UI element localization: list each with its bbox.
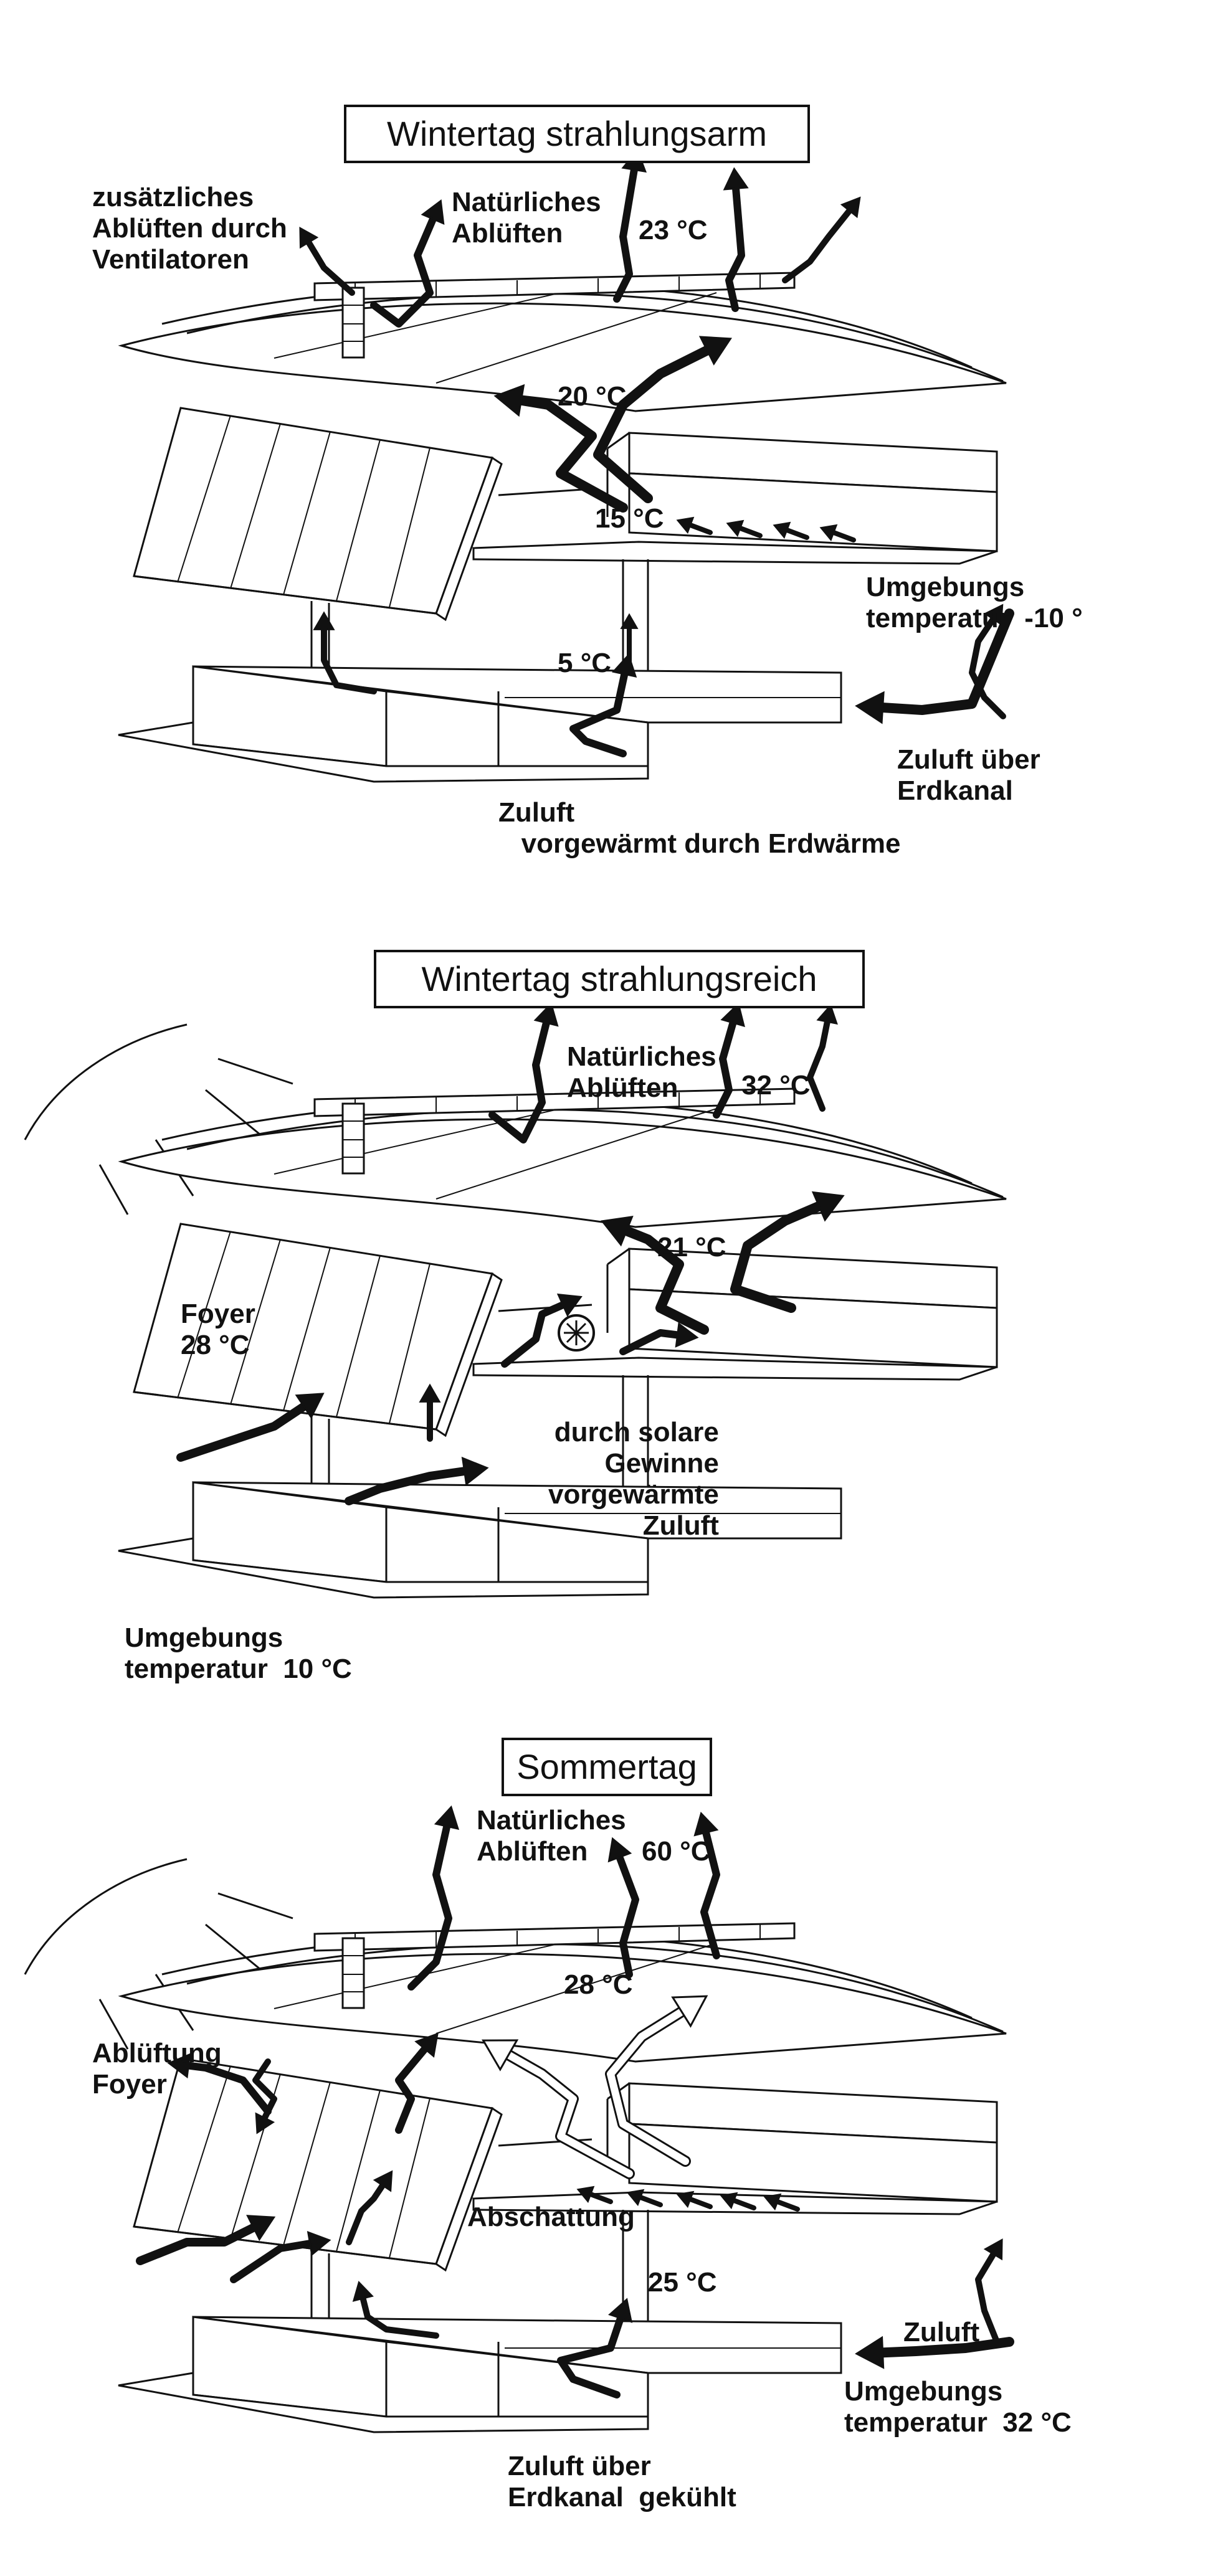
floor-inlet-arrow bbox=[676, 2190, 713, 2209]
ambient-arrow bbox=[975, 2238, 1003, 2345]
floor-inlet-arrow bbox=[819, 524, 856, 542]
temp-roof: 23 °C bbox=[639, 215, 708, 245]
panel-title-winter-low: Wintertag strahlungsarm bbox=[344, 105, 810, 163]
temp-ground: 25 °C bbox=[648, 2267, 717, 2298]
foyer-base bbox=[117, 2316, 842, 2433]
label-foyer: Foyer 28 °C bbox=[181, 1299, 255, 1360]
foyer-arrow bbox=[313, 611, 377, 694]
label-ambient: Umgebungs temperatur -10 ° bbox=[866, 572, 1083, 633]
hall-rising-arrow bbox=[593, 336, 733, 503]
label-natural-exhaust: Natürliches Ablüften bbox=[477, 1805, 626, 1867]
label-natural-exhaust: Natürliches Ablüften bbox=[452, 187, 601, 249]
temp-roof: 32 °C bbox=[741, 1070, 811, 1101]
panel-drawing-winter-high bbox=[24, 1002, 1007, 1599]
exhaust-arrow bbox=[693, 1811, 720, 1959]
floor-inlet-arrow bbox=[773, 521, 809, 540]
intake-arrow bbox=[855, 608, 1014, 724]
hall-rising-arrow bbox=[493, 384, 628, 513]
foyer-base bbox=[117, 1481, 842, 1599]
panel-drawing-summer bbox=[24, 1805, 1014, 2433]
temp-hall: 20 °C bbox=[558, 381, 627, 412]
ambient-arrow bbox=[230, 2230, 331, 2283]
ambient-arrow bbox=[136, 2215, 276, 2265]
label-intake-channel: Zuluft über Erdkanal bbox=[897, 744, 1040, 806]
exhaust-arrow bbox=[607, 1837, 639, 1978]
riser-arrow bbox=[419, 1383, 441, 1442]
floor-inlet-arrow bbox=[576, 2185, 613, 2204]
foyer-arrow bbox=[345, 1456, 489, 1505]
label-ambient: Umgebungs temperatur 10 °C bbox=[125, 1622, 352, 1684]
solar-intake-arrow bbox=[619, 1322, 699, 1355]
exhaust-arrow bbox=[407, 1805, 460, 1991]
solar-intake-arrow bbox=[501, 1293, 583, 1368]
foyer-exhaust-arrow bbox=[395, 2032, 439, 2134]
foyer-arrow bbox=[352, 2280, 439, 2339]
floor-inlet-arrow bbox=[763, 2193, 800, 2212]
ambient-arrow bbox=[346, 2170, 393, 2245]
floor-inlet-arrow bbox=[726, 519, 763, 538]
exhaust-arrow bbox=[488, 1002, 559, 1144]
temp-floor: 15 °C bbox=[595, 503, 664, 534]
label-shading: Abschattung bbox=[467, 2202, 635, 2232]
exhaust-arrow bbox=[713, 1002, 745, 1119]
ground-rising-arrow bbox=[557, 2298, 633, 2398]
exhaust-arrow bbox=[370, 199, 445, 328]
panel-drawing-winter-low bbox=[117, 148, 1014, 783]
fan-blades bbox=[564, 1320, 589, 1345]
panel-title-summer: Sommertag bbox=[502, 1738, 712, 1796]
floor-inlet-arrow bbox=[626, 2189, 663, 2207]
label-extra-exhaust: zusätzliches Ablüften durch Ventilatoren bbox=[92, 182, 287, 275]
label-ambient: Umgebungs temperatur 32 °C bbox=[844, 2376, 1072, 2438]
hall-rising-arrow bbox=[601, 1216, 709, 1335]
label-intake-preheated: Zuluft vorgewärmt durch Erdwärme bbox=[498, 797, 901, 859]
glass-facade bbox=[133, 407, 503, 680]
temp-hall: 21 °C bbox=[657, 1232, 726, 1262]
temp-ground: 5 °C bbox=[558, 648, 612, 678]
floor-inlet-arrow bbox=[720, 2192, 756, 2210]
label-intake: Zuluft bbox=[903, 2317, 980, 2347]
intake-arrow bbox=[855, 2336, 1014, 2369]
foyer-exhaust-arrow bbox=[167, 2053, 272, 2115]
ambient-arrow bbox=[176, 1393, 325, 1462]
label-foyer-exhaust: Ablüftung Foyer bbox=[92, 2038, 222, 2100]
exhaust-arrow bbox=[723, 167, 749, 312]
label-solar-intake: durch solare Gewinne vorgewärmte Zuluft bbox=[548, 1417, 719, 1541]
panel-title-winter-high: Wintertag strahlungsreich bbox=[374, 950, 865, 1008]
temp-roof: 60 °C bbox=[642, 1836, 711, 1867]
hall-rising-arrow-outline bbox=[605, 1995, 708, 2167]
hall-rising-arrow bbox=[730, 1191, 845, 1313]
temp-hall: 28 °C bbox=[564, 1969, 633, 2000]
exhaust-arrow bbox=[782, 196, 861, 283]
exhaust-fan-arrow bbox=[299, 227, 355, 296]
exhaust-arrow bbox=[807, 1003, 838, 1112]
roof-shed bbox=[120, 1087, 1007, 1228]
label-natural-exhaust: Natürliches Ablüften bbox=[567, 1041, 716, 1103]
foyer-exhaust-arrow bbox=[252, 2058, 277, 2134]
hall-rising-arrow-outline bbox=[482, 2039, 635, 2179]
riser-arrow bbox=[620, 613, 639, 675]
foyer-base bbox=[117, 665, 842, 783]
floor-inlet-arrow bbox=[676, 516, 713, 535]
ambient-arrow bbox=[969, 604, 1006, 719]
label-intake-cooled: Zuluft über Erdkanal gekühlt bbox=[508, 2451, 736, 2512]
